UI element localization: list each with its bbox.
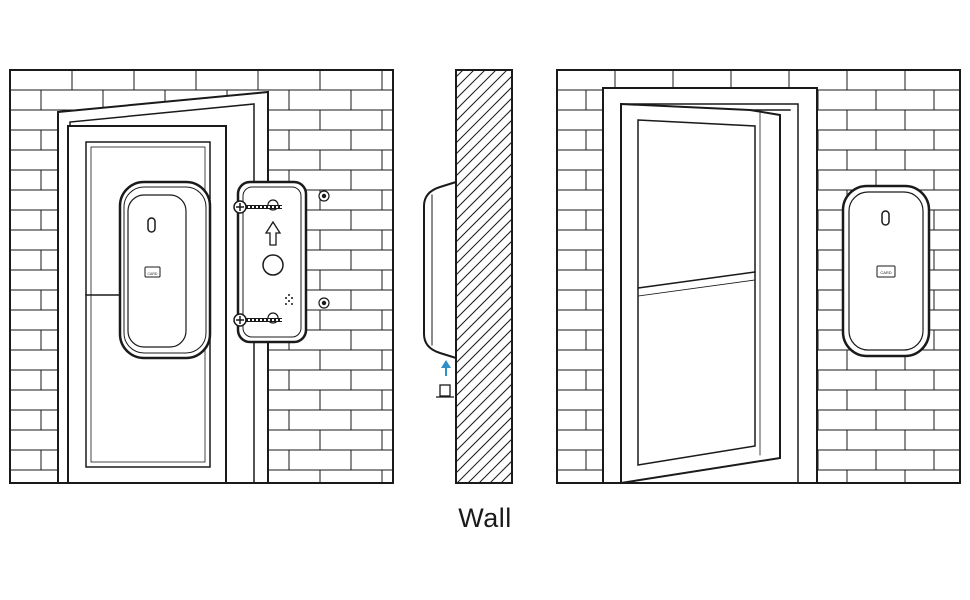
card-label: CARD: [880, 270, 891, 275]
card-icon: CARD: [876, 265, 896, 278]
up-arrow-icon: [441, 360, 451, 376]
keyhole-icon: [147, 217, 156, 233]
keyhole-icon: [881, 210, 890, 226]
caption-wall: Wall: [458, 503, 512, 533]
door-panel: [620, 102, 791, 485]
screw-icon: [233, 200, 282, 214]
screw-icon: [233, 313, 282, 327]
card-icon: CARD: [144, 266, 161, 278]
screwdriver-icon: [436, 384, 454, 398]
up-arrow-icon: [264, 220, 282, 246]
card-label: CARD: [148, 272, 158, 276]
card-reader-on-door: CARD: [118, 180, 212, 360]
wall-hatching: [456, 70, 512, 483]
mounting-bracket: [236, 180, 308, 344]
left-panel-open-door: CARD: [9, 69, 394, 484]
middle-panel-wall-section: [423, 69, 513, 484]
right-panel-closed-door: CARD: [556, 69, 961, 485]
wall-hole: [318, 190, 330, 202]
wall-hole: [318, 297, 330, 309]
card-reader-side-view: [423, 180, 457, 360]
card-reader-on-wall: CARD: [841, 184, 931, 358]
